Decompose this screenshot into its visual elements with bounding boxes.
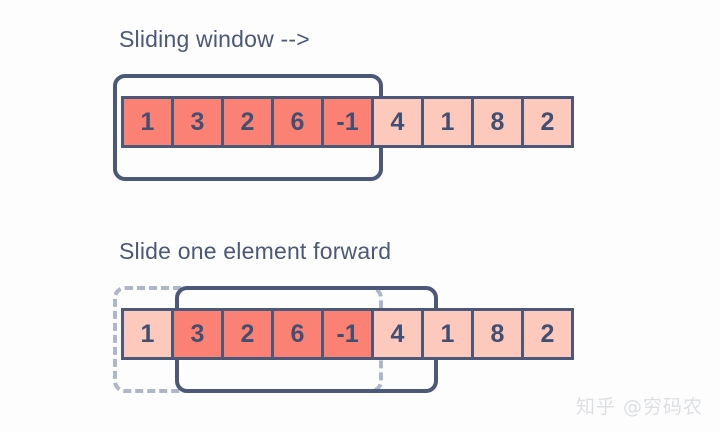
array-cell: 3: [171, 96, 224, 148]
array-cell: 1: [121, 308, 174, 360]
array-cell: 8: [471, 308, 524, 360]
array-cell: -1: [321, 308, 374, 360]
array-cell: 1: [421, 96, 474, 148]
array-cell: 2: [521, 308, 574, 360]
array-cell: 6: [271, 96, 324, 148]
array-cell: 4: [371, 308, 424, 360]
array-cell: -1: [321, 96, 374, 148]
array-row-2: 1 3 2 6 -1 4 1 8 2: [121, 308, 574, 360]
array-cell: 6: [271, 308, 324, 360]
section-1-title: Sliding window -->: [119, 26, 310, 52]
array-row-1: 1 3 2 6 -1 4 1 8 2: [121, 96, 574, 148]
array-cell: 2: [521, 96, 574, 148]
array-cell: 1: [121, 96, 174, 148]
section-2-title: Slide one element forward: [119, 238, 392, 264]
array-cell: 3: [171, 308, 224, 360]
array-cell: 8: [471, 96, 524, 148]
array-cell: 4: [371, 96, 424, 148]
watermark: 知乎 @穷码农: [575, 396, 703, 418]
array-cell: 2: [221, 308, 274, 360]
array-cell: 2: [221, 96, 274, 148]
array-cell: 1: [421, 308, 474, 360]
